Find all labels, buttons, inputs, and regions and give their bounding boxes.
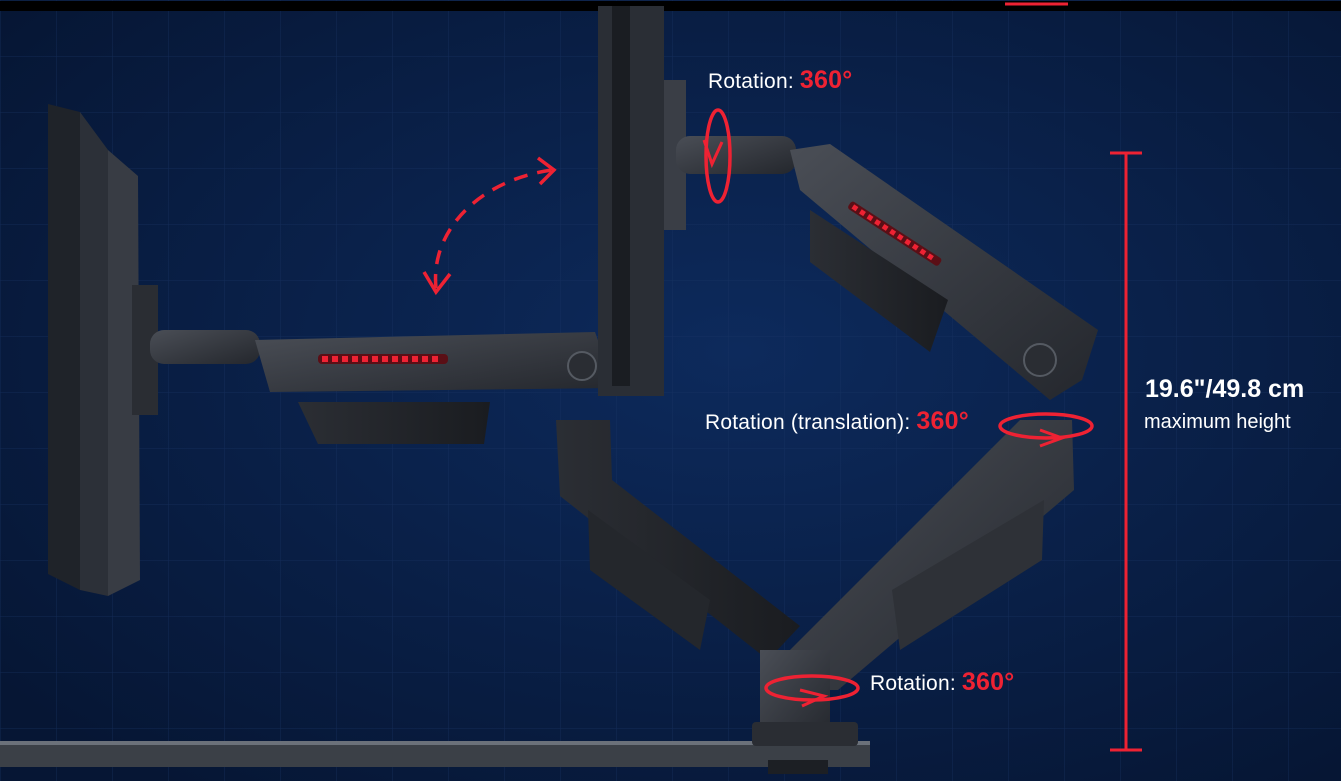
base-rotation-label: Rotation: 360° <box>870 668 1014 697</box>
arm-rotation-text: Rotation (translation): <box>705 411 911 434</box>
base-rotation-value: 360° <box>961 668 1015 696</box>
head-rotation-text: Rotation: <box>708 70 794 93</box>
left-monitor <box>48 104 158 596</box>
arm-rotation-label: Rotation (translation): 360° <box>705 407 969 436</box>
base-rotation-text: Rotation: <box>870 672 956 695</box>
height-dimension <box>1110 151 1142 752</box>
left-arm <box>150 330 615 444</box>
max-height-caption: maximum height <box>1144 411 1291 433</box>
lower-arms <box>556 420 1074 746</box>
center-monitor <box>598 6 686 396</box>
head-rotation-ring <box>704 108 732 204</box>
arm-rotation-ring <box>998 412 1094 440</box>
arm-rotation-value: 360° <box>916 407 969 435</box>
head-rotation-value: 360° <box>799 66 853 94</box>
tilt-arrow <box>433 168 553 289</box>
max-height-value: 19.6"/49.8 cm <box>1145 375 1305 403</box>
rotation-indicators <box>702 108 1094 708</box>
desk <box>0 741 870 774</box>
head-rotation-label: Rotation: 360° <box>708 66 852 95</box>
